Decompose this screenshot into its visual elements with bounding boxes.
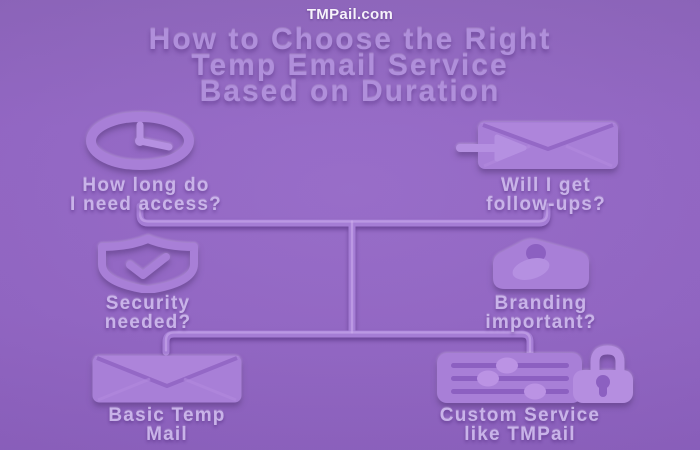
- envelope-icon: [92, 355, 242, 403]
- clock-icon: [86, 112, 194, 170]
- answer-basic-temp-mail: Basic Temp Mail: [108, 405, 226, 445]
- user-badge-icon: [493, 239, 589, 289]
- title-line-3: Based on Duration: [199, 75, 501, 108]
- brand-text: TMPail.com: [306, 6, 394, 23]
- arrow-right-icon: [456, 134, 527, 162]
- answer-custom-service: Custom Service like TMPail: [439, 405, 601, 445]
- title-line-1: How to Choose the Right: [148, 23, 552, 56]
- question-followups: Will I get follow-ups?: [486, 175, 606, 215]
- title-line-2: Temp Email Service: [191, 49, 509, 82]
- settings-lock-icon: [437, 345, 633, 403]
- question-security: Security needed?: [104, 293, 192, 333]
- question-duration: How long do I need access?: [70, 175, 222, 215]
- shield-check-icon: [98, 235, 198, 293]
- question-branding: Branding important?: [485, 293, 597, 333]
- lock-icon: [573, 345, 633, 403]
- incoming-mail-icon: [456, 122, 618, 169]
- page-title: How to Choose the Right Temp Email Servi…: [0, 23, 700, 108]
